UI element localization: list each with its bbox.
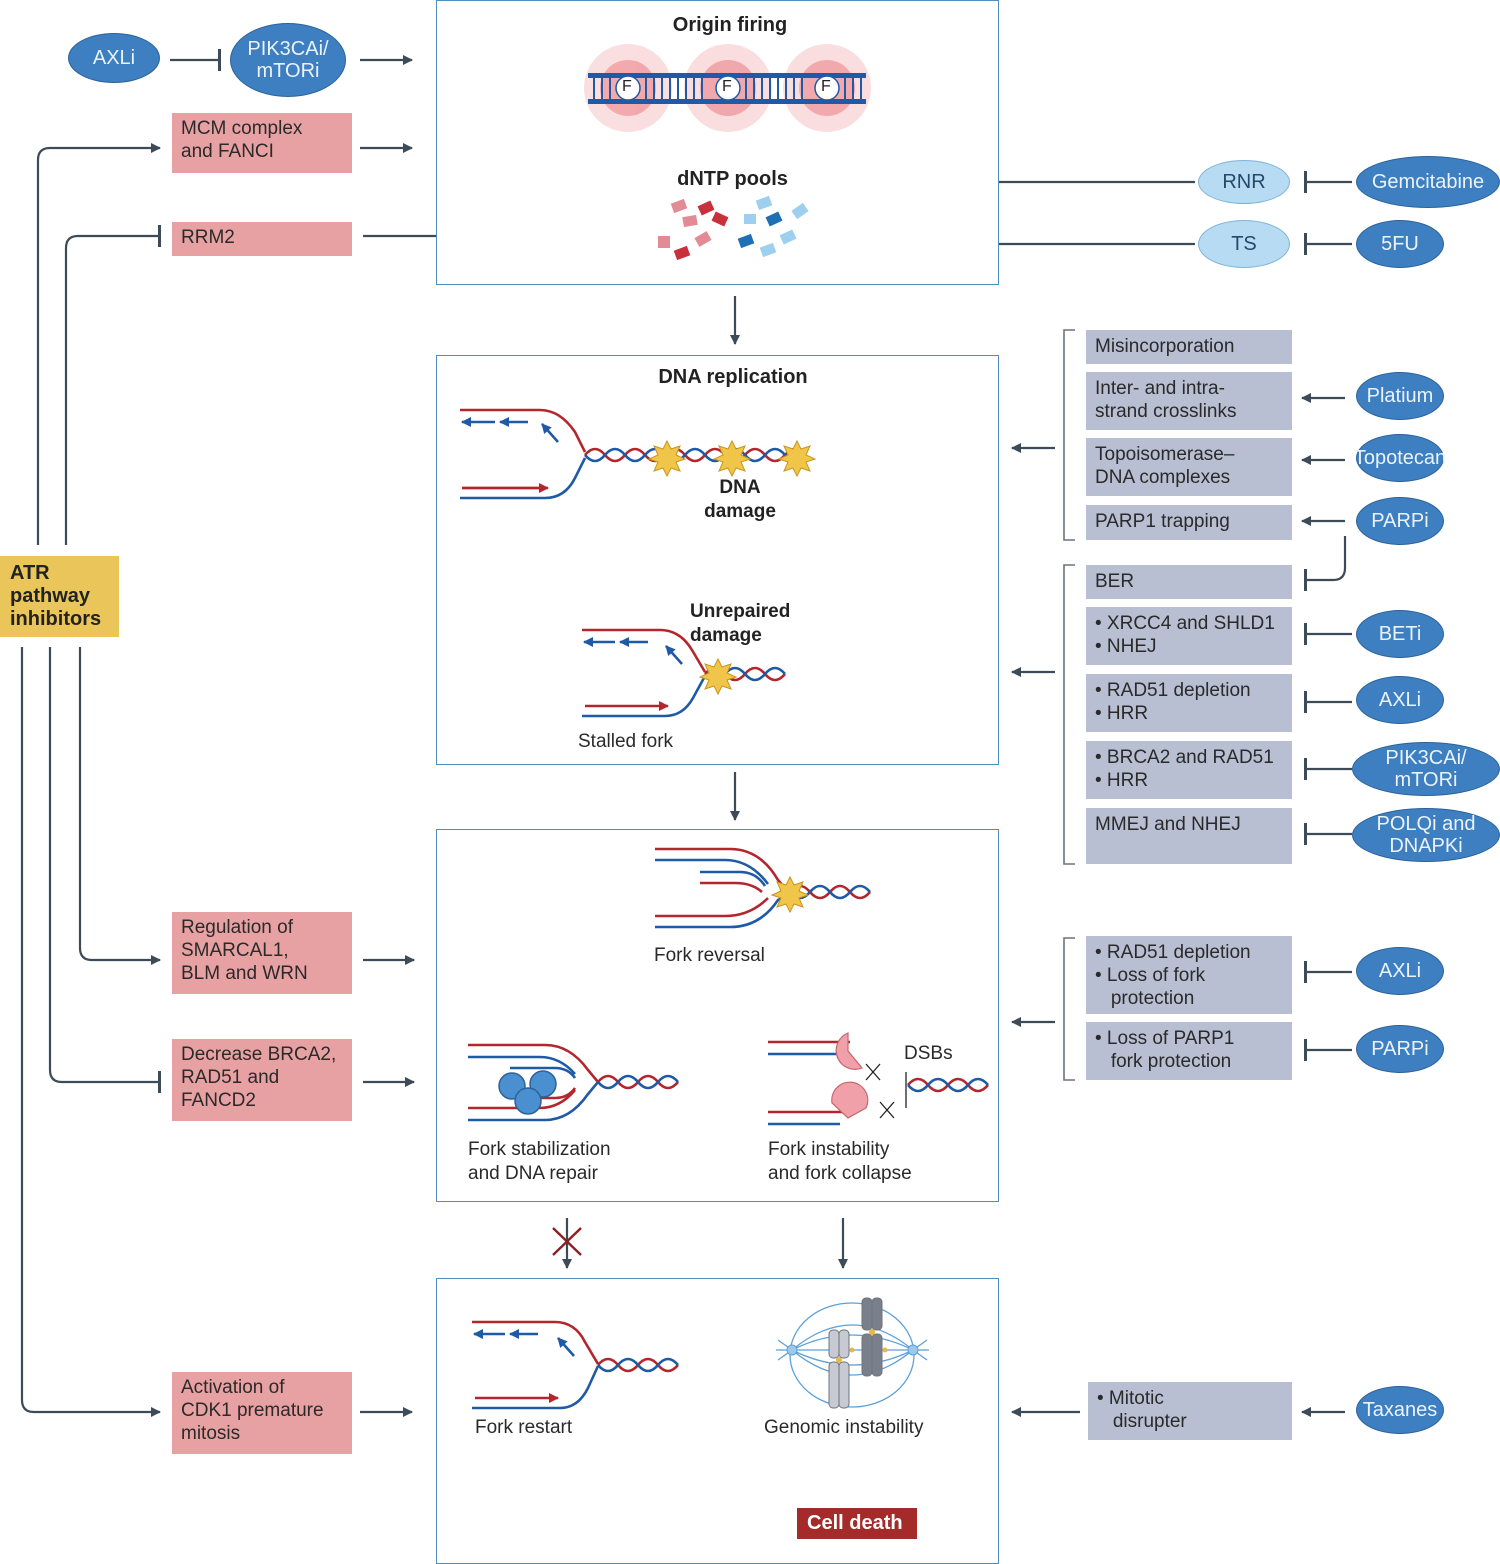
protein-complex	[498, 1070, 557, 1115]
mitotic-spindle-graphic	[776, 1302, 929, 1408]
fork-label-3: F	[821, 78, 831, 95]
fork-restart-graphic	[472, 1320, 679, 1410]
arrow-parpi-ber	[1304, 536, 1347, 591]
bracket-group2	[1063, 564, 1075, 865]
cell-death-box: Cell death	[797, 1508, 917, 1539]
panel-dna-replication	[436, 355, 999, 765]
ber-box: BER	[1086, 565, 1292, 599]
rad51-depletion-hrr-box: • RAD51 depletion• HRR	[1086, 674, 1292, 732]
atr-to-cdk1	[20, 647, 161, 1417]
misincorporation-box: Misincorporation	[1086, 330, 1292, 364]
atr-to-brca2	[48, 647, 161, 1093]
fork-label-2: F	[722, 78, 732, 95]
platium-oval: Platium	[1356, 372, 1444, 420]
genomic-instability-label: Genomic instability	[764, 1417, 924, 1438]
reversal-damage-star	[770, 875, 810, 914]
topotecan-oval: Topotecan	[1354, 434, 1446, 482]
cross-2b	[552, 1227, 582, 1256]
origin-firing-graphic	[584, 44, 871, 132]
beti-oval: BETi	[1356, 610, 1444, 658]
rad51-fork-protection-box: • RAD51 depletion• Loss of fork protecti…	[1086, 936, 1292, 1014]
topoisomerase-dna-box: Topoisomerase–DNA complexes	[1086, 438, 1292, 496]
parpi-oval-bottom: PARPi	[1356, 1025, 1444, 1073]
pik3ca-oval-right: PIK3CAi/mTORi	[1352, 742, 1500, 796]
replication-fork-1	[460, 408, 806, 500]
atr-to-smarcal	[78, 647, 161, 965]
fork-restart-label: Fork restart	[475, 1417, 573, 1438]
nuclease-pacman	[831, 1032, 869, 1119]
parp1-trapping-box: PARP1 trapping	[1086, 505, 1292, 540]
fork-reversal-graphic	[655, 847, 871, 929]
ts-oval: TS	[1198, 220, 1290, 268]
stalled-damage-star	[698, 657, 738, 696]
fork-label-1: F	[622, 78, 632, 95]
fork-collapse-graphic	[768, 1040, 989, 1126]
mitotic-disrupter-box: • Mitotic disrupter	[1088, 1382, 1292, 1440]
origin-firing-title: Origin firing	[672, 14, 788, 36]
mmej-nhej-box: MMEJ and NHEJ	[1086, 808, 1292, 864]
dsbs-label: DSBs	[904, 1043, 953, 1064]
panel-fork-reversal	[436, 829, 999, 1202]
chromosomes	[828, 1297, 883, 1409]
parp1-fork-protection-box: • Loss of PARP1 fork protection	[1086, 1022, 1292, 1080]
damage-stars	[647, 439, 817, 478]
dntp-pools-graphic	[658, 195, 809, 261]
stalled-fork-label: Stalled fork	[578, 731, 674, 752]
axli-oval-bottom: AXLi	[1356, 947, 1444, 995]
rrm2-box: RRM2	[172, 222, 352, 256]
rnr-oval: RNR	[1198, 160, 1290, 204]
parpi-oval: PARPi	[1356, 497, 1444, 545]
crosslinks-box: Inter- and intra-strand crosslinks	[1086, 372, 1292, 430]
bracket-group1	[1063, 329, 1075, 541]
axli-oval-mid: AXLi	[1356, 676, 1444, 724]
taxanes-oval: Taxanes	[1356, 1386, 1444, 1434]
pik3ca-oval-top: PIK3CAi/mTORi	[230, 23, 346, 97]
gemcitabine-oval: Gemcitabine	[1356, 156, 1500, 208]
dntp-pools-title: dNTP pools	[677, 168, 788, 190]
fork-reversal-label: Fork reversal	[654, 945, 765, 966]
xrcc4-shld1-box: • XRCC4 and SHLD1• NHEJ	[1086, 607, 1292, 665]
atr-to-rrm2	[64, 225, 161, 545]
bracket-group3	[1063, 937, 1075, 1081]
5fu-oval: 5FU	[1356, 220, 1444, 268]
axli-oval-top: AXLi	[68, 33, 160, 83]
panel-origin-firing	[436, 0, 999, 285]
fork-stabilization-graphic	[468, 1043, 679, 1122]
atr-to-mcm	[36, 143, 161, 545]
brca2-rad51-hrr-box: • BRCA2 and RAD51• HRR	[1086, 741, 1292, 799]
dna-replication-title: DNA replication	[658, 366, 808, 388]
